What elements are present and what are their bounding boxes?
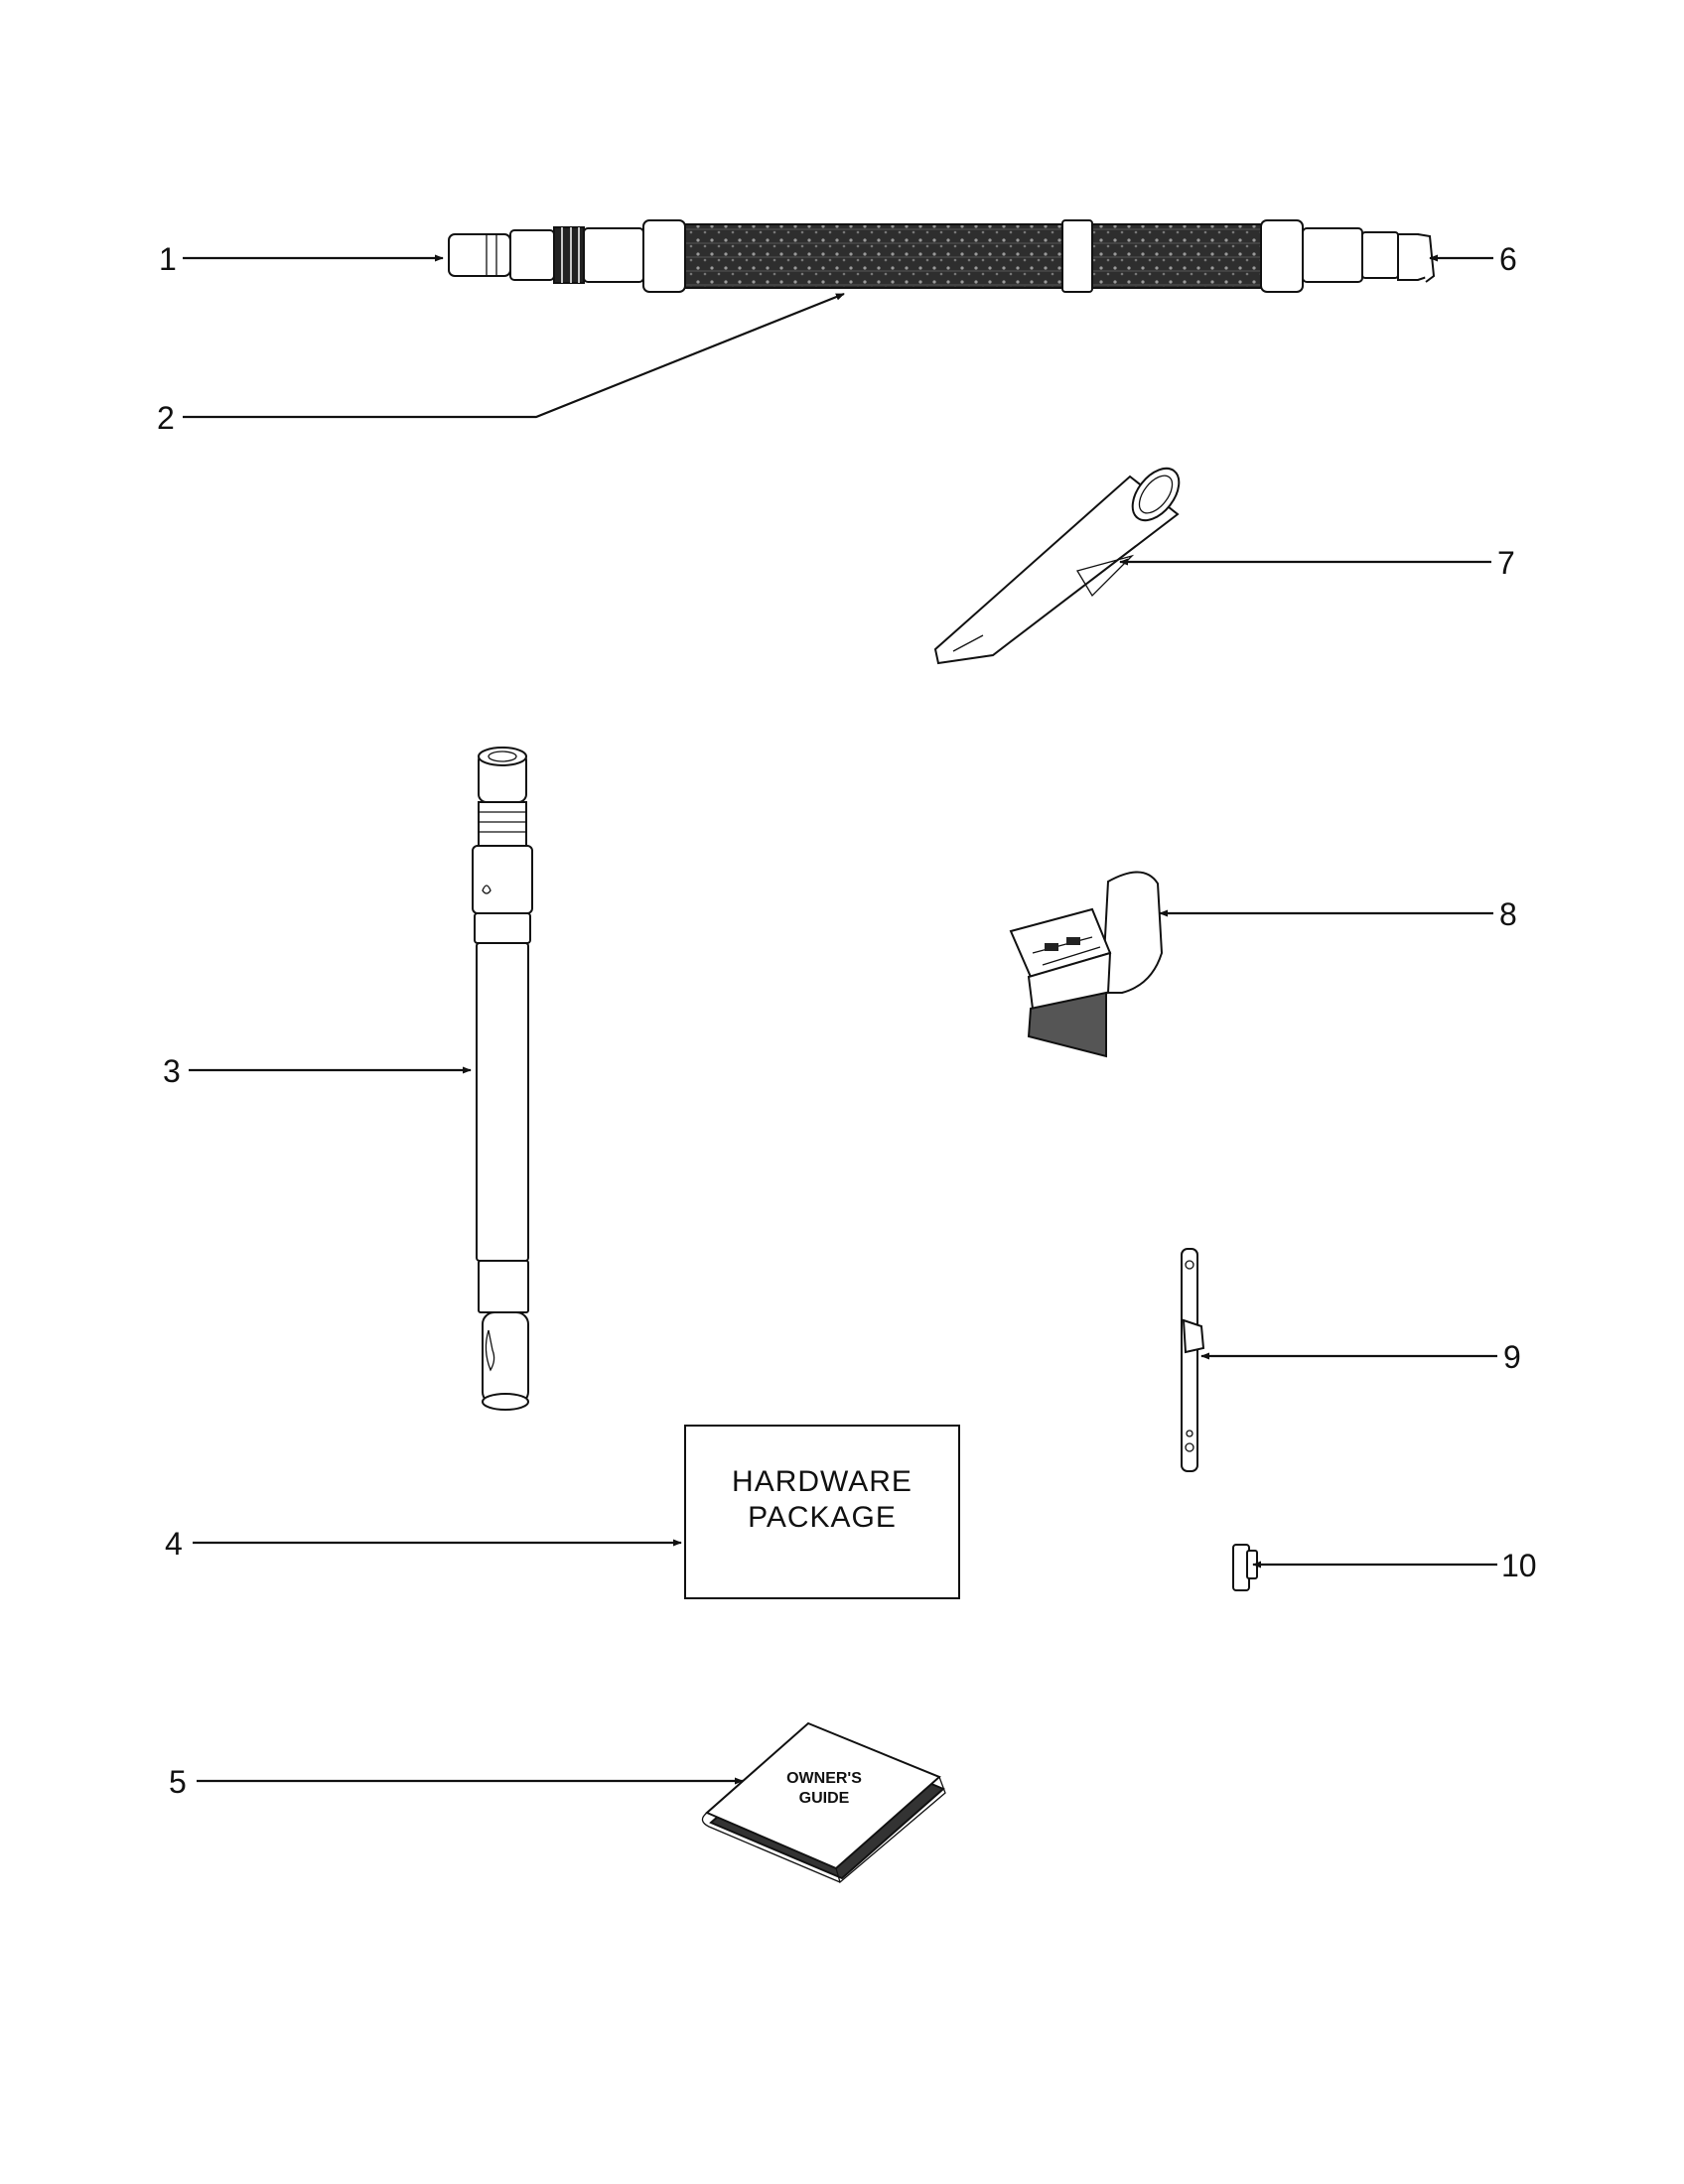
- callout-4: 4: [165, 1526, 183, 1562]
- crevice-tool: [933, 467, 1181, 665]
- dusting-brush: [1009, 871, 1164, 1058]
- callout-9: 9: [1503, 1339, 1521, 1375]
- callout-numbers: 1 2 3 4 5 6 7 8 9 10: [157, 241, 1537, 1800]
- callout-5: 5: [169, 1764, 187, 1800]
- hardware-package-line2: PACKAGE: [748, 1501, 897, 1534]
- callout-2: 2: [157, 400, 175, 436]
- callout-6: 6: [1499, 241, 1517, 277]
- callout-8: 8: [1499, 896, 1517, 932]
- leader-lines: [183, 254, 1497, 1785]
- extension-wand: [472, 747, 533, 1411]
- hardware-package: HARDWARE PACKAGE: [684, 1425, 960, 1599]
- callout-7: 7: [1497, 545, 1515, 581]
- callout-3: 3: [163, 1053, 181, 1089]
- hardware-package-line1: HARDWARE: [732, 1465, 912, 1498]
- leader-2: [183, 292, 845, 419]
- small-clip: [1232, 1544, 1258, 1591]
- owners-guide: OWNER'S GUIDE: [701, 1721, 946, 1884]
- hose-assembly: [448, 219, 1436, 293]
- owners-guide-line2: GUIDE: [799, 1790, 850, 1807]
- bracket: [1181, 1248, 1205, 1472]
- callout-1: 1: [159, 241, 177, 277]
- owners-guide-line1: OWNER'S: [786, 1770, 862, 1787]
- callout-10: 10: [1501, 1548, 1537, 1583]
